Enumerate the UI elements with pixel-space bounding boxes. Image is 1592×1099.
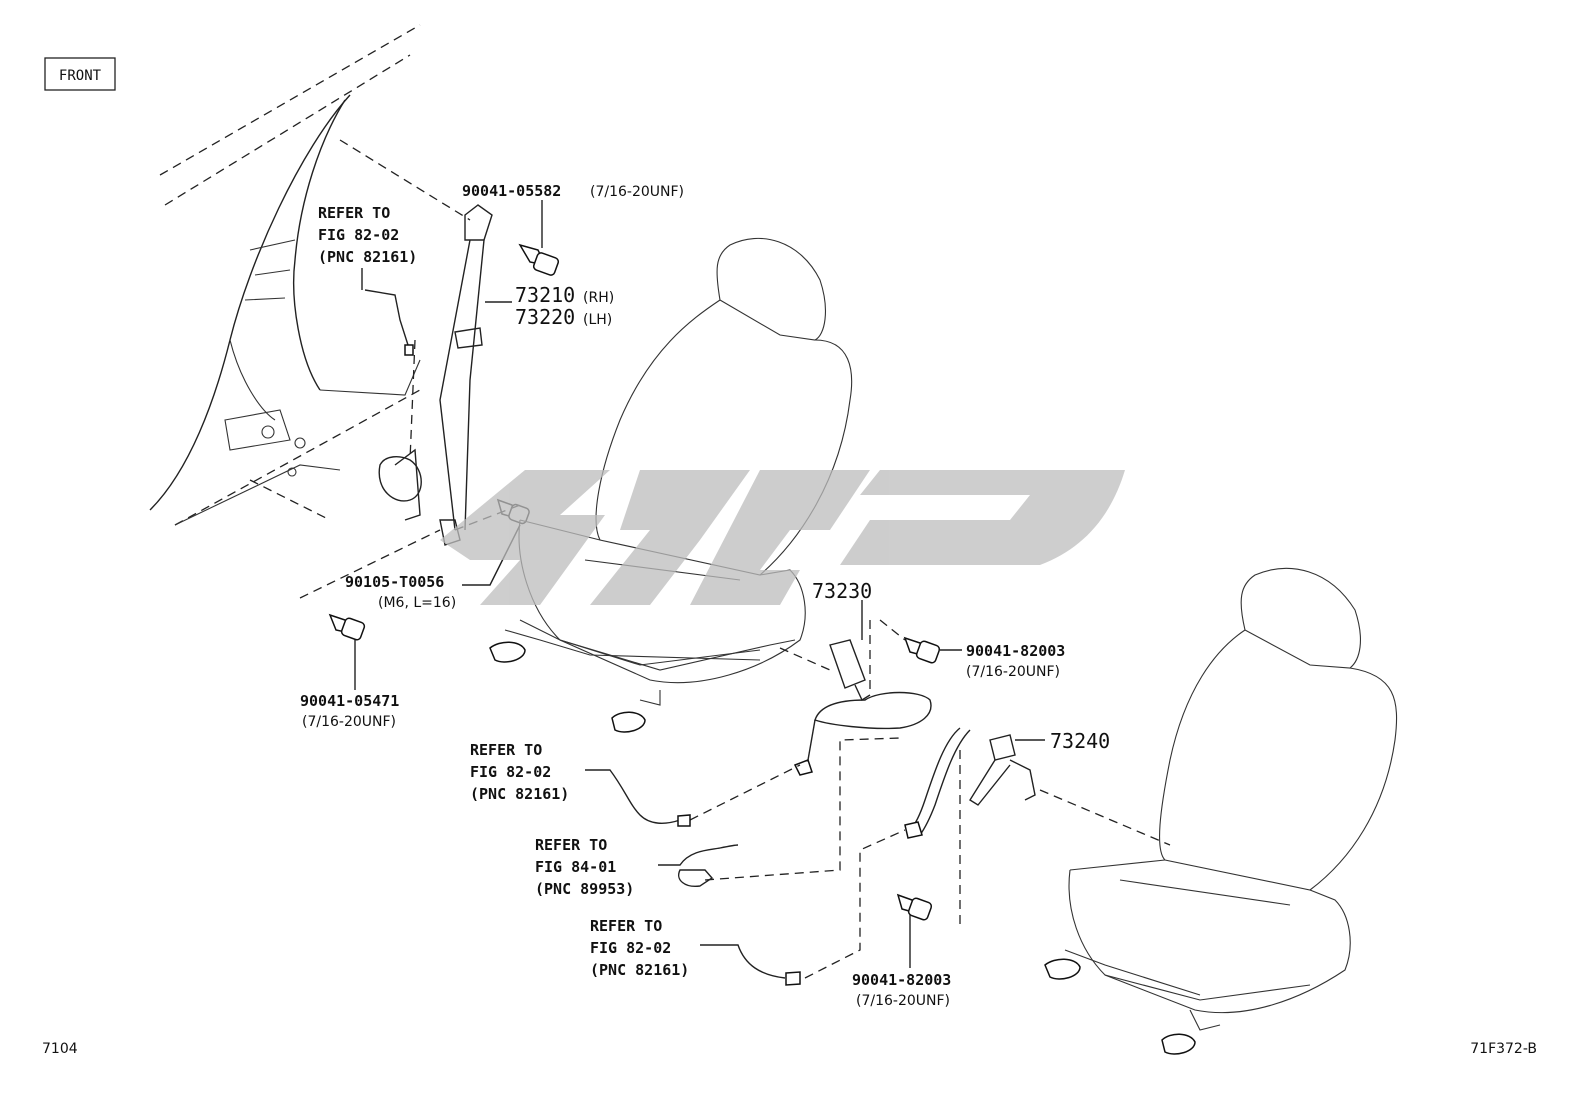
front-indicator: FRONT: [44, 57, 116, 91]
belt-lh-number: 73220: [515, 305, 575, 329]
ref2-line2: FIG 82-02: [470, 763, 551, 781]
label-bolt-floor: 90041-05471 (7/16-20UNF): [300, 692, 399, 730]
ref4-line1: REFER TO: [590, 917, 662, 935]
ref3-line2: FIG 84-01: [535, 858, 616, 876]
watermark-logo: [440, 470, 1125, 605]
label-belt: 73210 (RH) 73220 (LH): [485, 283, 614, 329]
bolt-buckle-upper-number: 90041-82003: [966, 642, 1065, 660]
bolt-upper-spec: (7/16-20UNF): [590, 184, 684, 200]
ref-block-2: REFER TO FIG 82-02 (PNC 82161): [470, 741, 569, 803]
ref3-line3: (PNC 89953): [535, 880, 634, 898]
ref1-line2: FIG 82-02: [318, 226, 399, 244]
belt-lh-side: (LH): [583, 312, 612, 328]
front-seat-right: [1044, 567, 1398, 1055]
ref3-line1: REFER TO: [535, 836, 607, 854]
body-pillar: [149, 24, 421, 526]
ref4-line2: FIG 82-02: [590, 939, 671, 957]
label-bolt-buckle-upper: 90041-82003 (7/16-20UNF): [966, 642, 1065, 680]
ref4-line3: (PNC 82161): [590, 961, 689, 979]
bolt-buckle-upper: [879, 619, 962, 664]
buckle-outer: [904, 727, 1171, 930]
bolt-floor: [299, 529, 441, 690]
ref1-line1: REFER TO: [318, 204, 390, 222]
ref-block-3: REFER TO FIG 84-01 (PNC 89953): [535, 836, 634, 898]
wire-harness: [364, 289, 801, 986]
belt-rh-number: 73210: [515, 283, 575, 307]
buckle-outer-number: 73240: [1050, 729, 1110, 753]
bolt-lower-number: 90105-T0056: [345, 573, 444, 591]
buckle-inner-number: 73230: [812, 579, 872, 603]
front-label: FRONT: [59, 68, 102, 84]
bolt-buckle-lower-number: 90041-82003: [852, 971, 951, 989]
ref1-line3: (PNC 82161): [318, 248, 417, 266]
bolt-buckle-lower-spec: (7/16-20UNF): [856, 993, 950, 1009]
label-buckle-outer: 73240: [1050, 729, 1110, 753]
bolt-upper-number: 90041-05582: [462, 182, 561, 200]
dashed-connectors: [689, 737, 906, 979]
bolt-buckle-lower: [896, 893, 933, 968]
buckle-inner: [779, 600, 932, 776]
bolt-lower-spec: (M6, L=16): [378, 595, 456, 611]
label-bolt-upper: 90041-05582 (7/16-20UNF): [462, 182, 684, 200]
ref2-line1: REFER TO: [470, 741, 542, 759]
seat-belt-assembly: [339, 139, 493, 546]
bolt-floor-number: 90041-05471: [300, 692, 399, 710]
bolt-buckle-upper-spec: (7/16-20UNF): [966, 664, 1060, 680]
bolt-upper: [518, 200, 560, 276]
label-bolt-lower: 90105-T0056 (M6, L=16): [345, 573, 456, 611]
label-buckle-inner: 73230: [812, 579, 872, 603]
footer-left: 7104: [42, 1041, 78, 1057]
ref2-line3: (PNC 82161): [470, 785, 569, 803]
bolt-floor-spec: (7/16-20UNF): [302, 714, 396, 730]
ref-block-1: REFER TO FIG 82-02 (PNC 82161): [318, 204, 417, 290]
ref-block-4: REFER TO FIG 82-02 (PNC 82161): [590, 917, 689, 979]
footer-right: 71F372-B: [1470, 1041, 1537, 1057]
label-bolt-buckle-lower: 90041-82003 (7/16-20UNF): [852, 971, 951, 1009]
belt-rh-side: (RH): [583, 290, 614, 306]
